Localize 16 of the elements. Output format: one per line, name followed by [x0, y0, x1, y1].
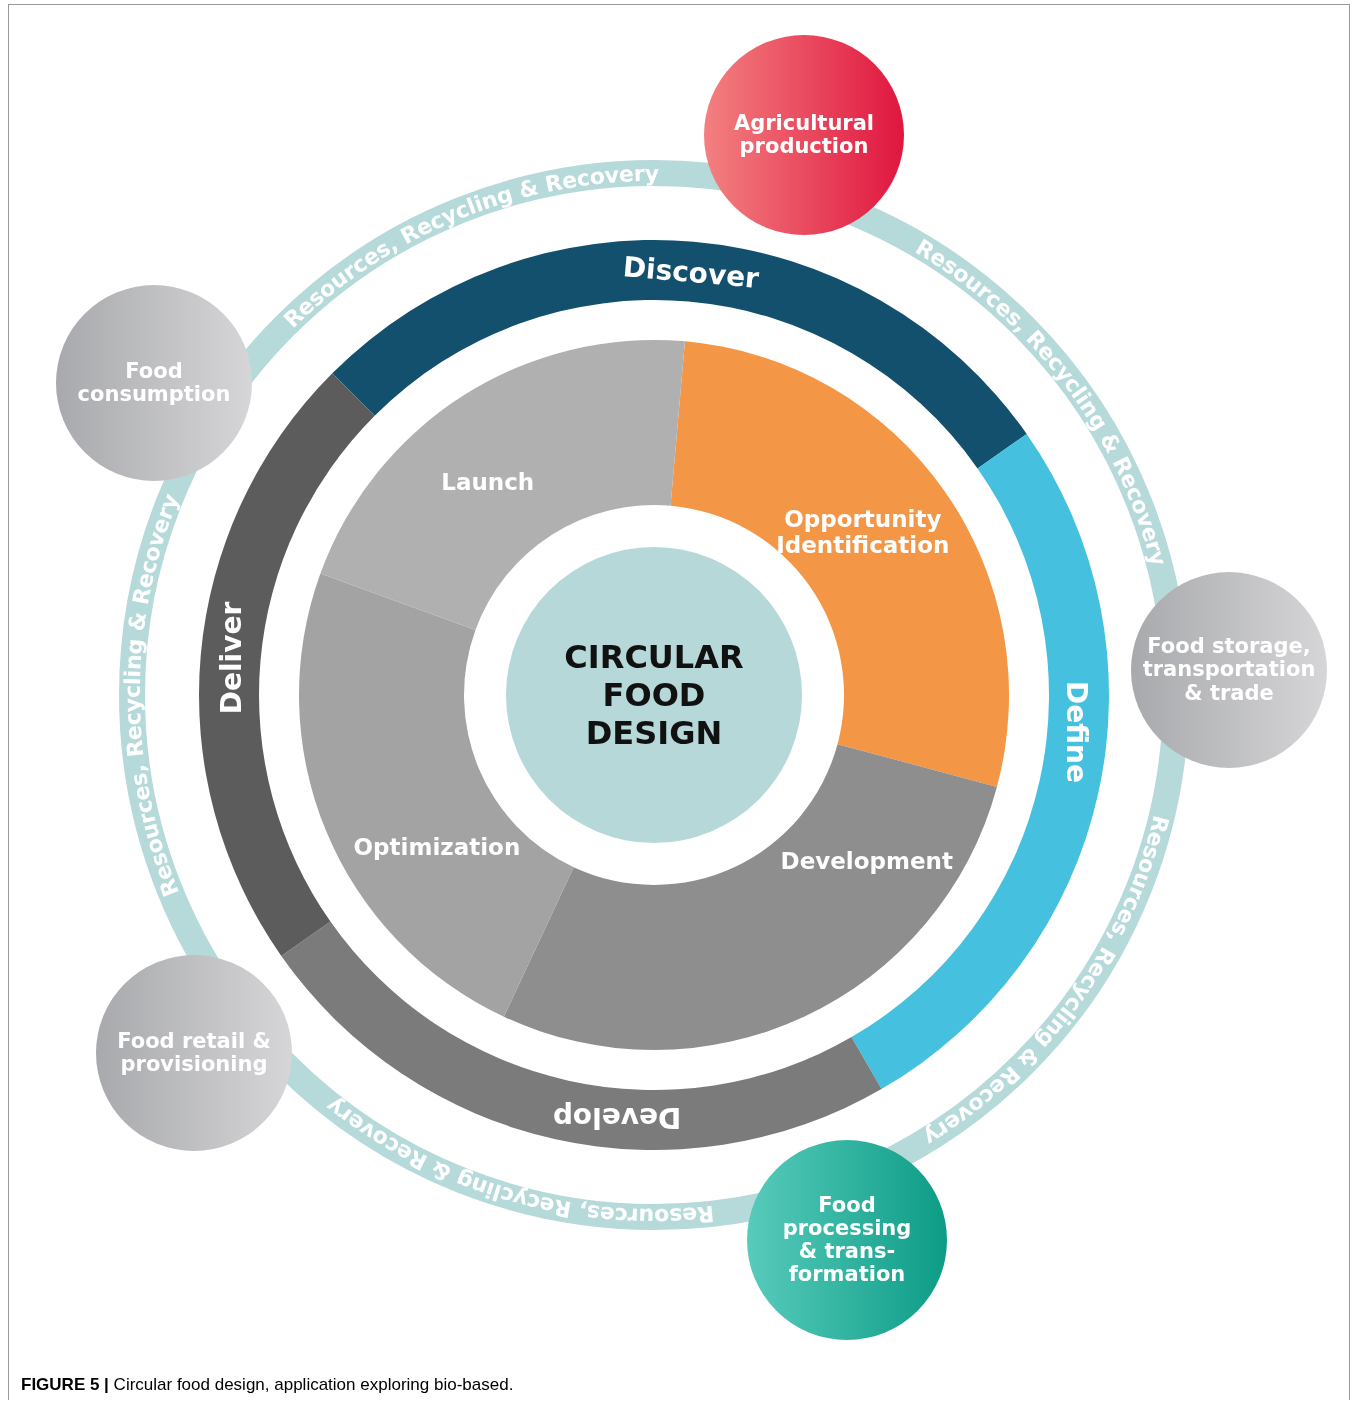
- circle-label: Agricultural production: [732, 111, 876, 159]
- circle-label: Food processing & trans- formation: [781, 1193, 913, 1287]
- pie-segment: [320, 340, 685, 630]
- segment-label: Opportunity Identification: [775, 505, 951, 558]
- center-title: CIRCULAR FOOD DESIGN: [563, 638, 745, 752]
- arc-label: Define: [1060, 681, 1094, 783]
- arc-label: Develop: [552, 1101, 682, 1135]
- segment-label: Optimization: [353, 834, 521, 860]
- circle-label: Food retail & provisioning: [116, 1029, 272, 1077]
- figure-caption: FIGURE 5 | Circular food design, application exploring bio-based.: [21, 1375, 514, 1395]
- arc-label: Discover: [621, 249, 761, 294]
- circle-label: Food consumption: [76, 359, 232, 407]
- segment-label: Launch: [441, 469, 535, 496]
- segment-label: Development: [780, 848, 953, 875]
- circle-label: Food storage, transportation & trade: [1141, 635, 1317, 705]
- arc-label: Deliver: [214, 601, 248, 715]
